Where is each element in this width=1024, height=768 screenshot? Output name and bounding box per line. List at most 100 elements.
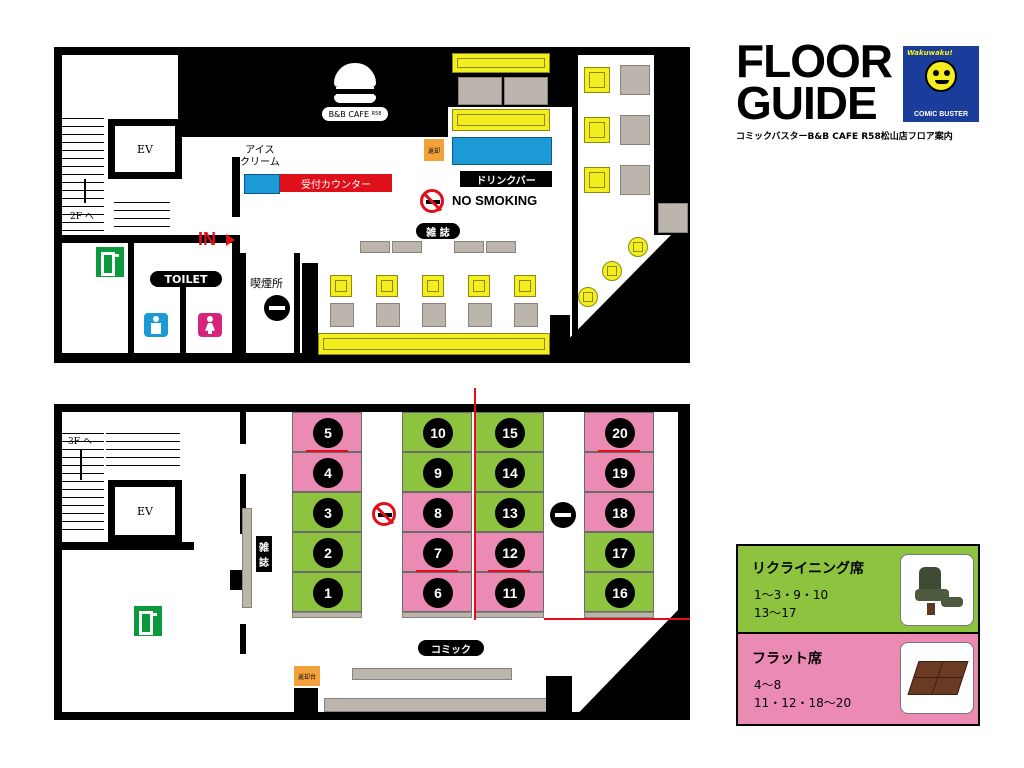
seat-16: 16 (584, 572, 654, 612)
cafe-logo: B&B CAFE R58 (322, 61, 388, 123)
smoking-icon (264, 295, 290, 321)
ice-cream-label: アイス クリーム (240, 145, 280, 168)
cafe-logo-sub: R58 (371, 111, 382, 117)
elevator-2f: EV (108, 480, 182, 542)
female-toilet-icon (198, 313, 222, 337)
seat-number: 8 (423, 498, 453, 528)
legend-flat: フラット席 4～8 11・12・18～20 (736, 634, 980, 726)
seat-1: 1 (292, 572, 362, 612)
page-subtitle: コミックバスターB&B CAFE R58松山店フロア案内 (736, 132, 953, 142)
return-stamp-2f: 返却台 (294, 666, 320, 686)
floor-3f-map: 2F へ EV TOILET 喫煙所 IN B&B CAFE R58 アイス ク… (54, 47, 694, 365)
drink-bar-label: ドリンクバー (460, 171, 552, 187)
seat-number: 5 (313, 418, 343, 448)
seat-3: 3 (292, 492, 362, 532)
legend-flat-line2: 11・12・18～20 (754, 696, 852, 710)
recliner-chair-icon (900, 554, 974, 626)
stairs-2f (62, 426, 104, 534)
emergency-exit-icon (96, 247, 124, 277)
floor-3f-label: 3F (648, 333, 679, 363)
magazines-label-3f: 雑 誌 (416, 223, 460, 239)
seat-14: 14 (474, 452, 544, 492)
elevator-3f: EV (108, 119, 182, 179)
section-divider-horizontal (544, 618, 690, 620)
seat-6: 6 (402, 572, 472, 612)
no-smoking-icon-2f (372, 502, 396, 526)
stairs-label-2f: 3F へ (68, 437, 92, 447)
seat-17: 17 (584, 532, 654, 572)
seat-number: 1 (313, 578, 343, 608)
legend-flat-title: フラット席 (752, 651, 822, 667)
logo-text: COMIC BUSTER (913, 111, 969, 118)
seat-20: 20 (584, 412, 654, 452)
no-smoking-icon (420, 189, 444, 213)
seat-8: 8 (402, 492, 472, 532)
seat-12: 12 (474, 532, 544, 572)
seat-number: 20 (605, 418, 635, 448)
legend-recliner-line2: 13～17 (754, 606, 797, 620)
seat-number: 18 (605, 498, 635, 528)
seat-4: 4 (292, 452, 362, 492)
seat-number: 15 (495, 418, 525, 448)
comic-label: コミック (418, 640, 484, 656)
section-divider-vertical (474, 388, 476, 620)
seat-18: 18 (584, 492, 654, 532)
floor-2f-map: 3F へ EV 雑 誌 5 4 3 2 1 10 9 8 7 6 15 14 13 12 11 20 19 18 1… (54, 388, 694, 724)
entrance-arrow-icon (226, 234, 235, 246)
seat-number: 19 (605, 458, 635, 488)
floor-guide-title: FLOOR GUIDE (736, 35, 901, 130)
seat-number: 2 (313, 538, 343, 568)
smoking-icon-2f (550, 502, 576, 528)
floor-2f-label: 2F (650, 694, 681, 724)
seat-10: 10 (402, 412, 472, 452)
legend-recliner-title: リクライニング席 (752, 561, 864, 577)
seat-number: 10 (423, 418, 453, 448)
seat-row-base (402, 612, 472, 618)
reception-counter: 受付カウンター (280, 174, 392, 192)
drink-bar-counter (452, 137, 552, 165)
burger-icon (334, 63, 376, 87)
emergency-exit-icon-2f (134, 606, 162, 636)
seat-row-base (292, 612, 362, 618)
seat-grid: 5 4 3 2 1 10 9 8 7 6 15 14 13 12 11 20 19 18 17 16 (54, 404, 694, 724)
seat-2: 2 (292, 532, 362, 572)
seat-9: 9 (402, 452, 472, 492)
legend-recliner-line1: 1～3・9・10 (754, 588, 829, 602)
seat-number: 13 (495, 498, 525, 528)
smoking-room-label: 喫煙所 (250, 277, 283, 290)
ice-cream-counter (244, 174, 280, 194)
seat-number: 9 (423, 458, 453, 488)
seat-row-base (474, 612, 544, 618)
logo-script: Wakuwaku! (907, 49, 953, 57)
seat-number: 17 (605, 538, 635, 568)
seat-number: 12 (495, 538, 525, 568)
seat-13: 13 (474, 492, 544, 532)
seat-number: 7 (423, 538, 453, 568)
legend-flat-line1: 4～8 (754, 678, 782, 692)
comic-buster-logo: Wakuwaku! COMIC BUSTER (903, 46, 979, 122)
legend-recliner: リクライニング席 1～3・9・10 13～17 (736, 544, 980, 634)
seat-number: 4 (313, 458, 343, 488)
no-smoking-label: NO SMOKING (452, 193, 538, 208)
seat-number: 11 (495, 578, 525, 608)
logo-mascot-icon (925, 60, 957, 92)
seat-15: 15 (474, 412, 544, 452)
seat-number: 14 (495, 458, 525, 488)
stairs-label-3f: 2F へ (70, 212, 94, 222)
magazines-label-2f: 雑 誌 (256, 536, 272, 572)
seat-5: 5 (292, 412, 362, 452)
title-line-2: GUIDE (736, 77, 878, 129)
seat-19: 19 (584, 452, 654, 492)
toilet-label: TOILET (150, 271, 222, 287)
entrance-label: IN (198, 229, 216, 249)
seat-number: 16 (605, 578, 635, 608)
cafe-logo-text: B&B CAFE (328, 109, 370, 119)
seat-7: 7 (402, 532, 472, 572)
seat-number: 6 (423, 578, 453, 608)
male-toilet-icon (144, 313, 168, 337)
stairs-3f (62, 111, 104, 231)
title-line-1: FLOOR (736, 35, 893, 87)
return-stamp-3f: 返却 (424, 139, 444, 161)
seat-row-base (584, 612, 654, 618)
seat-number: 3 (313, 498, 343, 528)
